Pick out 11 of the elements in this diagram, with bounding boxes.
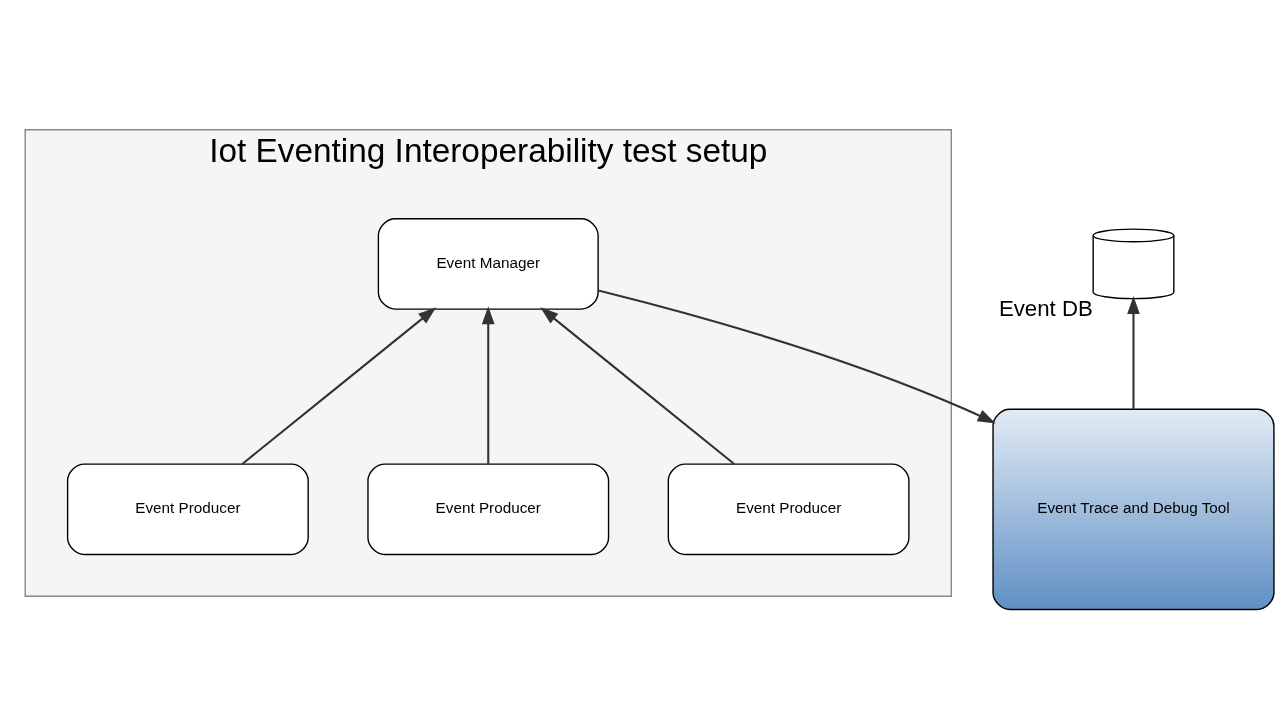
node-box: Event Manager [377,217,599,310]
arrow [1127,295,1140,409]
arrow [481,305,495,464]
node-box: Event Producer [367,462,610,555]
node-box: Event Producer [667,462,910,555]
arrow [241,306,437,465]
node-box: Event Trace and Debug Tool [992,408,1275,610]
arrow [598,289,996,424]
node-label: Event DB [998,295,1093,321]
node-box: Event Producer [66,462,309,555]
arrow [540,306,735,465]
